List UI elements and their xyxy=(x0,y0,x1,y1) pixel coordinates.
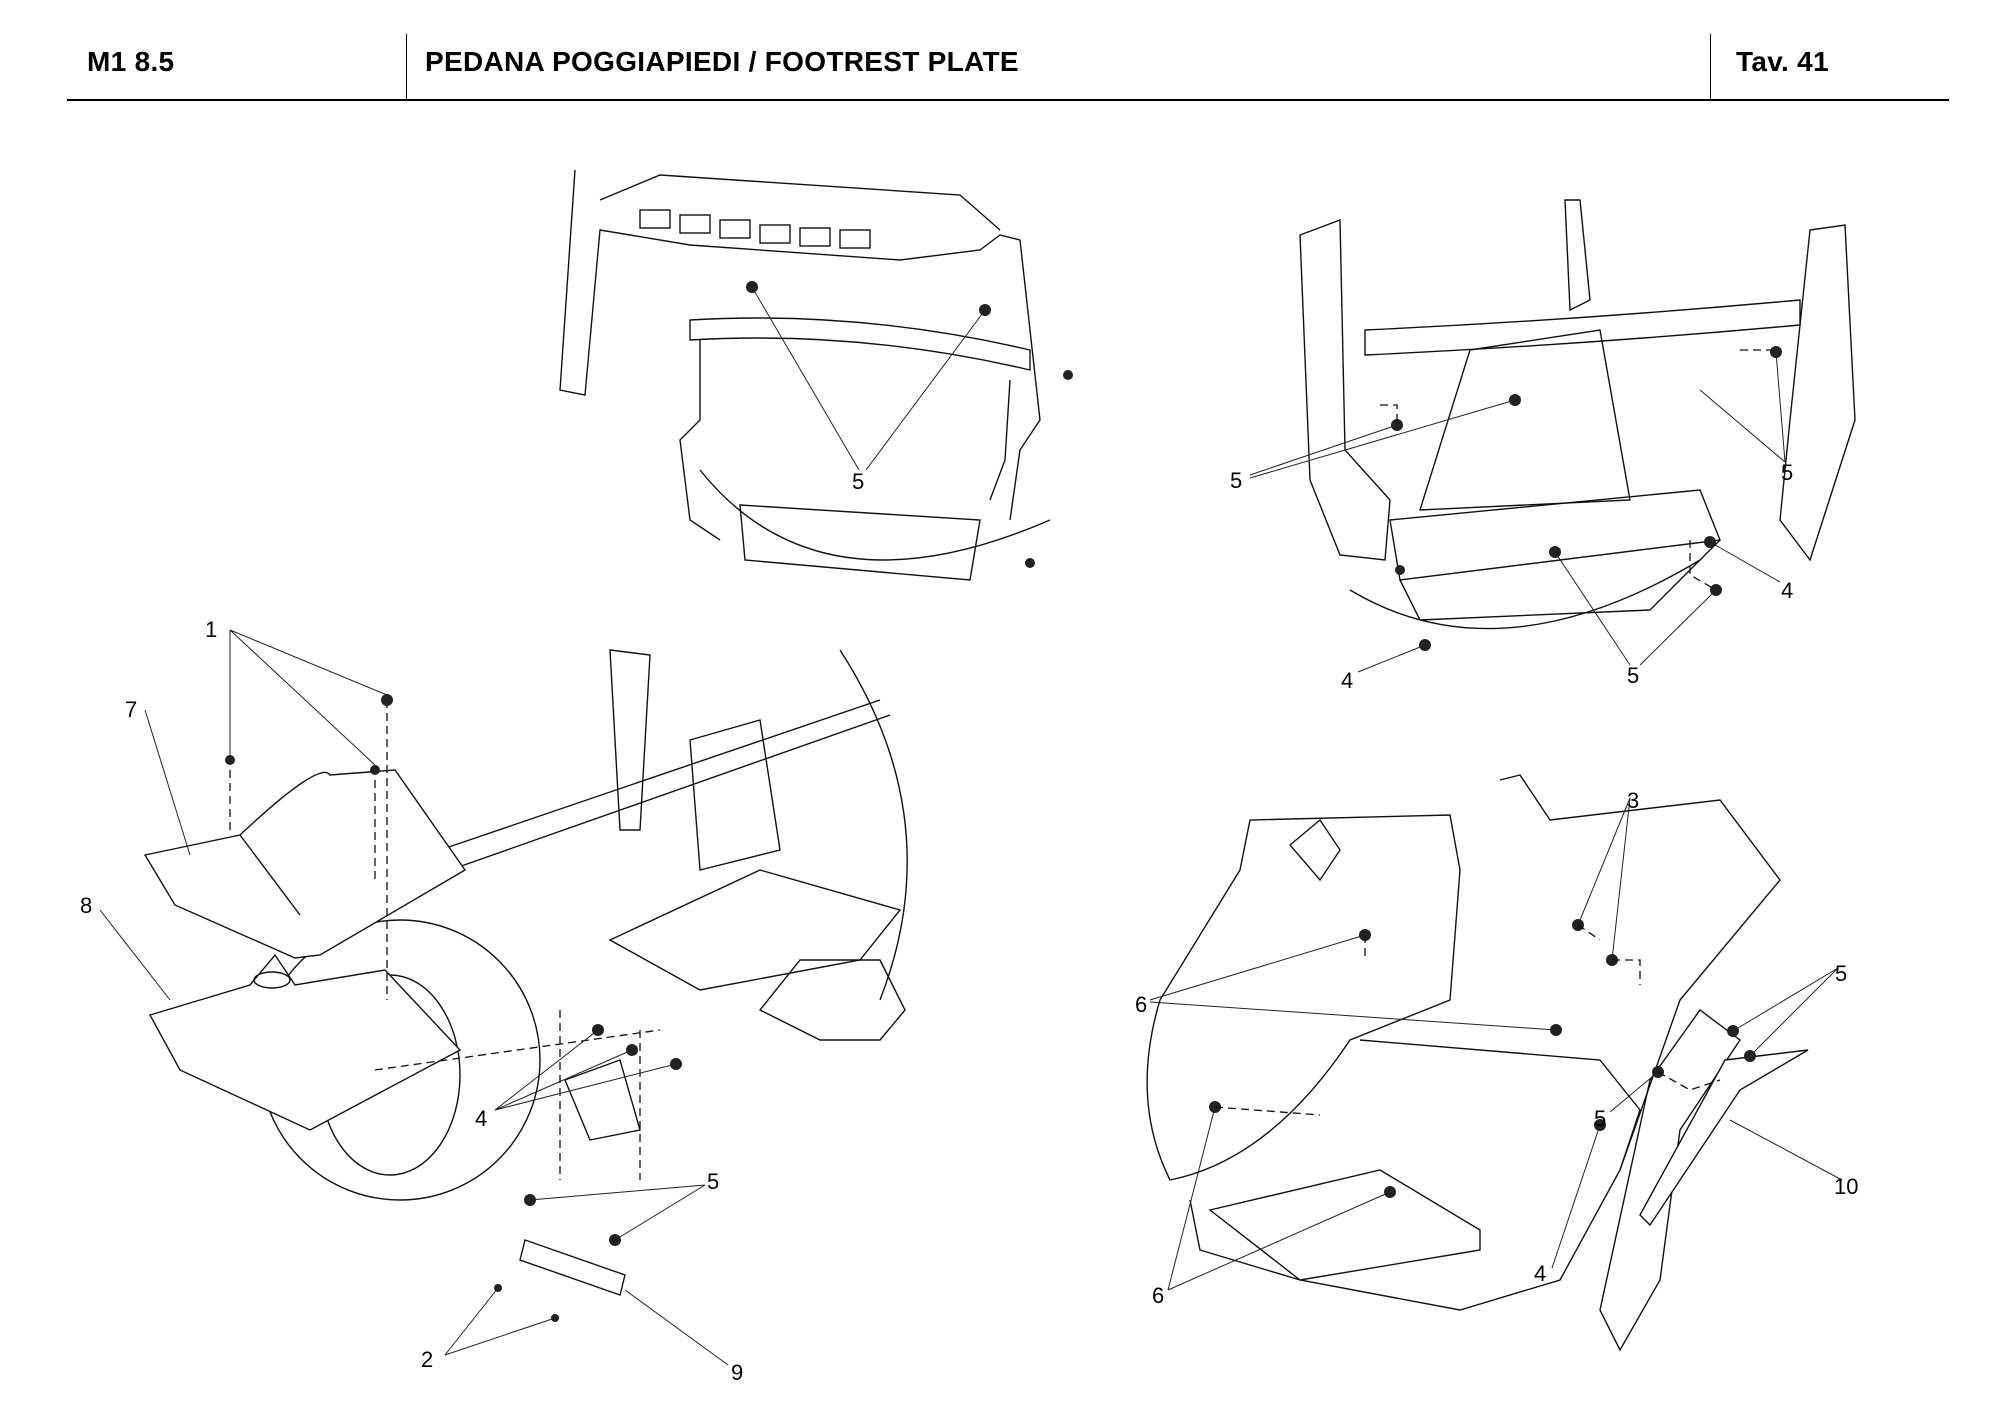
callout-6: 6 xyxy=(1135,992,1147,1017)
callout-5: 5 xyxy=(1627,663,1639,688)
page-header: M1 8.5 PEDANA POGGIAPIEDI / FOOTREST PLA… xyxy=(0,0,2000,102)
callout-1: 1 xyxy=(205,617,217,642)
callout-5: 5 xyxy=(1230,468,1242,493)
callout-5: 5 xyxy=(1835,961,1847,986)
divider xyxy=(1710,34,1711,100)
callout-4: 4 xyxy=(1534,1261,1546,1286)
view-top-right: 5 5 4 4 5 xyxy=(1230,199,1856,693)
page-title: PEDANA POGGIAPIEDI / FOOTREST PLATE xyxy=(425,46,1019,77)
view-bottom-left: 1 7 8 4 5 2 9 xyxy=(80,617,908,1385)
callout-5: 5 xyxy=(1594,1106,1606,1131)
callout-2: 2 xyxy=(421,1347,433,1372)
callout-6: 6 xyxy=(1152,1283,1164,1308)
callout-9: 9 xyxy=(731,1360,743,1385)
view-bottom-right: 3 6 5 5 10 4 6 xyxy=(1135,774,1858,1352)
model-label: M1 8.5 xyxy=(87,46,175,77)
callout-10: 10 xyxy=(1834,1174,1858,1199)
table-number: Tav. 41 xyxy=(1736,46,1829,77)
callout-3: 3 xyxy=(1627,788,1639,813)
header-rule xyxy=(67,99,1949,101)
divider xyxy=(406,34,407,100)
callout-5: 5 xyxy=(852,469,864,494)
callout-5: 5 xyxy=(707,1169,719,1194)
callout-7: 7 xyxy=(125,697,137,722)
callout-4: 4 xyxy=(1781,578,1793,603)
callout-4: 4 xyxy=(1341,668,1353,693)
callout-8: 8 xyxy=(80,893,92,918)
callout-5: 5 xyxy=(1781,460,1793,485)
view-top-left: 5 xyxy=(559,169,1073,581)
callout-4: 4 xyxy=(475,1106,487,1131)
